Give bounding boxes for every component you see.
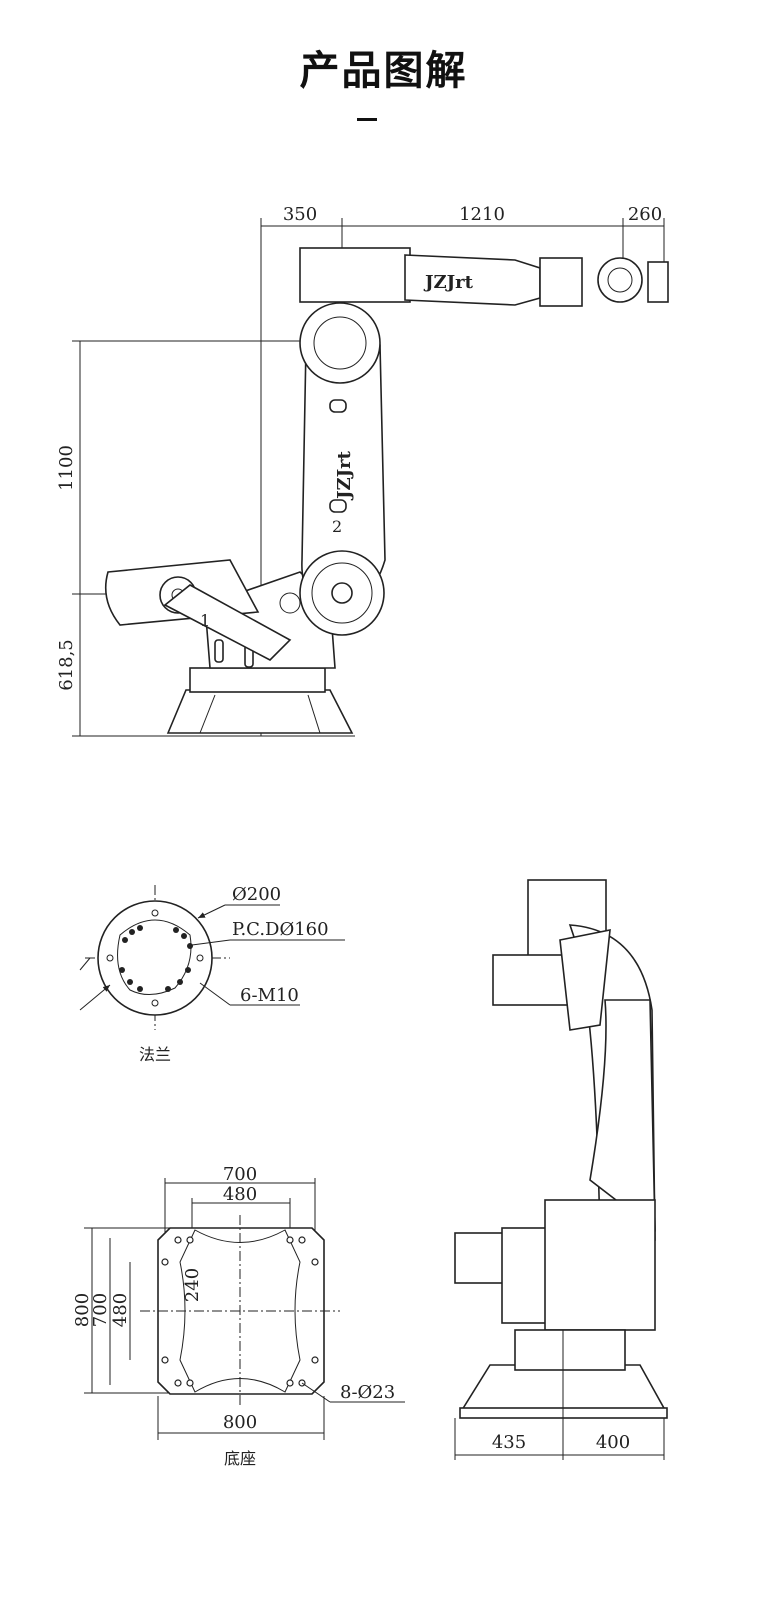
- base-dim-left-outer: 800: [72, 1293, 93, 1327]
- base-dim-left-inner: 480: [110, 1293, 131, 1327]
- flange-dim-bolts: 6-M10: [240, 985, 299, 1006]
- robot-logo-vertical: JZJrt: [334, 450, 355, 501]
- base-dim-bottom: 800: [223, 1412, 257, 1433]
- robot-base: [166, 689, 354, 734]
- robot-forearm: [539, 257, 583, 307]
- axis-label-1: 1: [200, 611, 210, 630]
- dim-1100: 1100: [56, 445, 77, 491]
- flange-dim-pcd: P.C.DØ160: [232, 919, 329, 940]
- base-dim-top-outer: 700: [223, 1164, 257, 1185]
- robot-joint3: [299, 302, 381, 384]
- front-motor-base: [454, 1232, 506, 1284]
- front-motor-side: [492, 954, 574, 1006]
- flange-bolt-ring: [119, 925, 193, 992]
- robot-flange: [647, 261, 669, 303]
- front-view-robot: 435 400: [454, 879, 668, 1460]
- base-bolt-holes: [161, 1236, 319, 1387]
- robot-link-rod: [163, 584, 292, 661]
- flange-caption: 法兰: [139, 1045, 171, 1064]
- flange-outer: [97, 900, 213, 1016]
- dim-618-5: 618,5: [56, 639, 77, 691]
- robot-wrist: [597, 257, 643, 303]
- base-dim-left-mid: 700: [90, 1293, 111, 1327]
- title-underline: [357, 118, 377, 121]
- base-dim-top-inner: 480: [223, 1184, 257, 1205]
- front-dim-left: 435: [492, 1432, 526, 1453]
- base-caption: 底座: [224, 1449, 256, 1468]
- front-turret-left: [501, 1227, 551, 1324]
- dim-260: 260: [628, 204, 662, 225]
- dim-1210: 1210: [459, 204, 505, 225]
- base-dim-holes: 8-Ø23: [340, 1382, 395, 1403]
- side-view-robot: 350 1210 260 1100 618,5 1 JZJrt 2: [56, 204, 669, 737]
- base-plan-view: 700 480 800 700 480 240 8-Ø23 800 底座: [72, 1164, 405, 1468]
- front-dim-right: 400: [596, 1432, 630, 1453]
- robot-logo-horizontal: JZJrt: [423, 272, 474, 293]
- base-plate: [157, 1227, 325, 1395]
- front-lower-arm: [589, 999, 656, 1232]
- page-title: 产品图解: [299, 48, 468, 94]
- flange-view: Ø200 P.C.DØ160 6-M10 法兰: [79, 884, 345, 1064]
- base-dim-center: 240: [182, 1268, 203, 1302]
- flange-dim-outer: Ø200: [232, 884, 281, 905]
- axis-label-2: 2: [332, 517, 342, 536]
- robot-motor-axis3: [299, 247, 411, 303]
- dim-350: 350: [283, 204, 317, 225]
